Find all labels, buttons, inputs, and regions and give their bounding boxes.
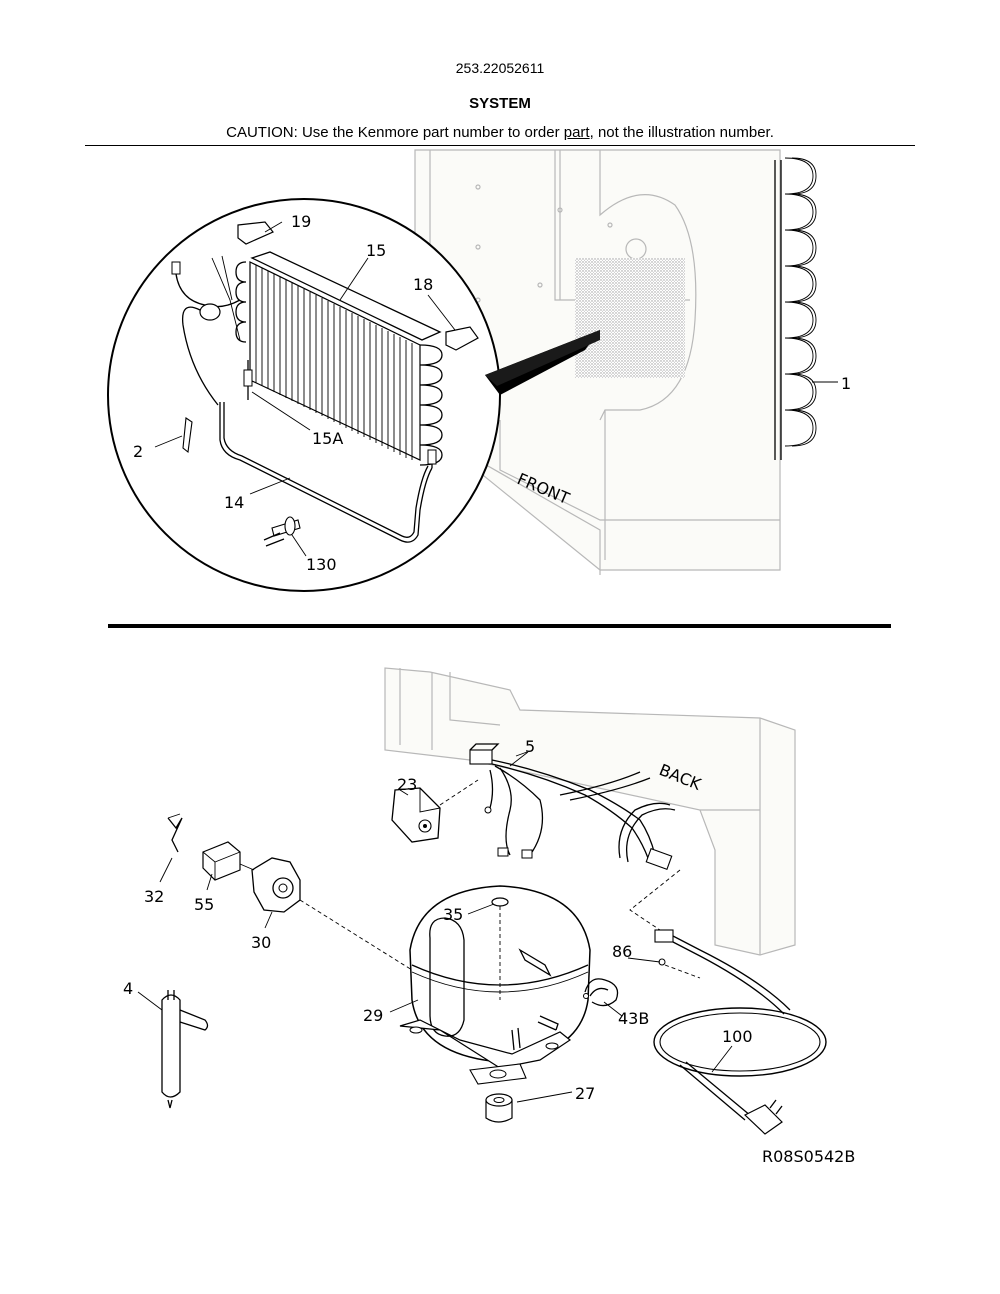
wire-harness <box>469 743 676 871</box>
section-divider <box>108 624 891 628</box>
caution-note: CAUTION: Use the Kenmore part number to … <box>0 124 1000 141</box>
defrost-terminator-wire <box>171 261 241 406</box>
defrost-parts <box>182 221 479 547</box>
callout-4: 4 <box>123 979 133 998</box>
caution-suffix: , not the illustration number. <box>589 124 774 141</box>
callout-18: 18 <box>413 275 433 294</box>
callout-1: 1 <box>841 374 851 393</box>
callout-30: 30 <box>251 933 271 952</box>
section-title: SYSTEM <box>469 95 531 112</box>
lower-leader-lines <box>137 751 733 1103</box>
caution-prefix: CAUTION: Use the Kenmore part number to … <box>226 124 564 141</box>
callout-15a: 15A <box>312 429 343 448</box>
callout-35: 35 <box>443 905 463 924</box>
callout-14: 14 <box>224 493 244 512</box>
power-cord <box>629 869 827 1135</box>
compressor-grommet <box>485 1093 513 1123</box>
upper-leader-lines <box>154 221 456 557</box>
cord-clamp <box>583 978 619 1007</box>
callout-5: 5 <box>525 737 535 756</box>
callout-15: 15 <box>366 241 386 260</box>
caution-part-link: part <box>563 124 590 141</box>
callout-86: 86 <box>612 942 632 961</box>
callout-2: 2 <box>133 442 143 461</box>
condenser-coil <box>774 157 838 460</box>
callout-32: 32 <box>144 887 164 906</box>
compressor <box>399 885 591 1085</box>
callout-23: 23 <box>397 775 417 794</box>
callout-55: 55 <box>194 895 214 914</box>
callout-19: 19 <box>291 212 311 231</box>
callout-100: 100 <box>722 1027 753 1046</box>
drier <box>161 990 209 1109</box>
model-number: 253.22052611 <box>455 60 545 76</box>
callout-43b: 43B <box>618 1009 649 1028</box>
callout-130: 130 <box>306 555 337 574</box>
callout-27: 27 <box>575 1084 595 1103</box>
relay-overload-assembly <box>167 813 421 976</box>
drawing-code: R08S0542B <box>762 1147 855 1166</box>
evaporator-coil <box>211 251 443 468</box>
defrost-timer <box>391 779 479 843</box>
header-rule <box>85 145 915 146</box>
callout-29: 29 <box>363 1006 383 1025</box>
drain-heater <box>219 402 433 543</box>
